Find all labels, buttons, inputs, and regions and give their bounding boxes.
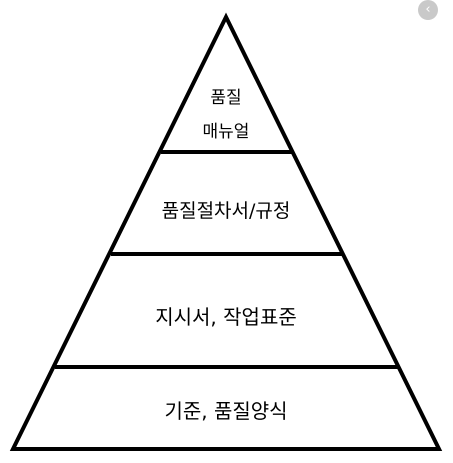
back-button[interactable]: ‹ bbox=[418, 0, 438, 20]
tier-4-label: 기준, 품질양식 bbox=[164, 399, 287, 423]
tier-2-label: 품질절차서/규정 bbox=[162, 200, 291, 222]
chevron-left-icon: ‹ bbox=[425, 2, 431, 17]
tier-1-label-line-2: 매뉴얼 bbox=[203, 122, 250, 142]
pyramid-outline bbox=[9, 12, 443, 451]
tier-3-label: 지시서, 작업표준 bbox=[155, 305, 297, 329]
tier-1-label-line-1: 품질 bbox=[210, 88, 241, 108]
